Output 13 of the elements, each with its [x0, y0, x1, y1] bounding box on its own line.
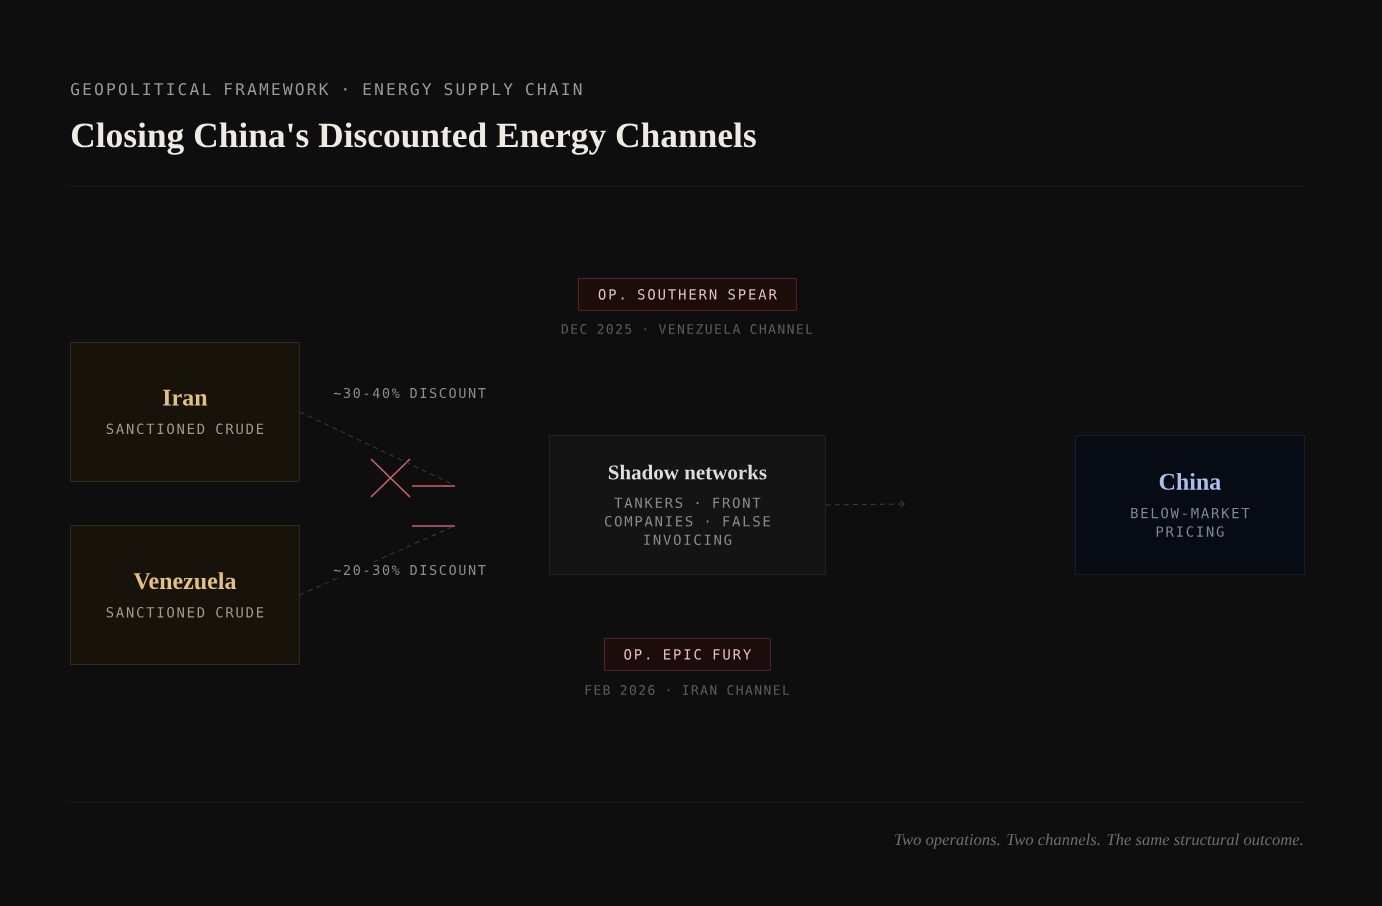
- operation-tag: OP. EPIC FURY: [604, 638, 771, 671]
- operation-tag: OP. SOUTHERN SPEAR: [578, 278, 797, 311]
- destination-box: China BELOW-MARKET PRICING: [1075, 435, 1305, 575]
- title-text: Closing China's Discounted Energy Channels: [71, 122, 756, 155]
- arrow: [825, 500, 905, 509]
- date-label: FEB 2026 · IRAN CHANNEL: [585, 685, 790, 695]
- network-box: Shadow networks TANKERS · FRONT COMPANIES · FALSE INVOICING: [549, 435, 826, 575]
- source-box: Iran SANCTIONED CRUDE: [70, 342, 300, 482]
- source-box: Venezuela SANCTIONED CRUDE: [70, 525, 300, 665]
- connector-line: [299, 411, 453, 485]
- date-label: DEC 2025 · VENEZUELA CHANNEL: [561, 324, 813, 334]
- caption-text: Two operations. Two channels. The same structural outcome.: [895, 833, 1303, 849]
- eyebrow-text: GEOPOLITICAL FRAMEWORK · ENERGY SUPPLY CHAIN: [71, 82, 582, 96]
